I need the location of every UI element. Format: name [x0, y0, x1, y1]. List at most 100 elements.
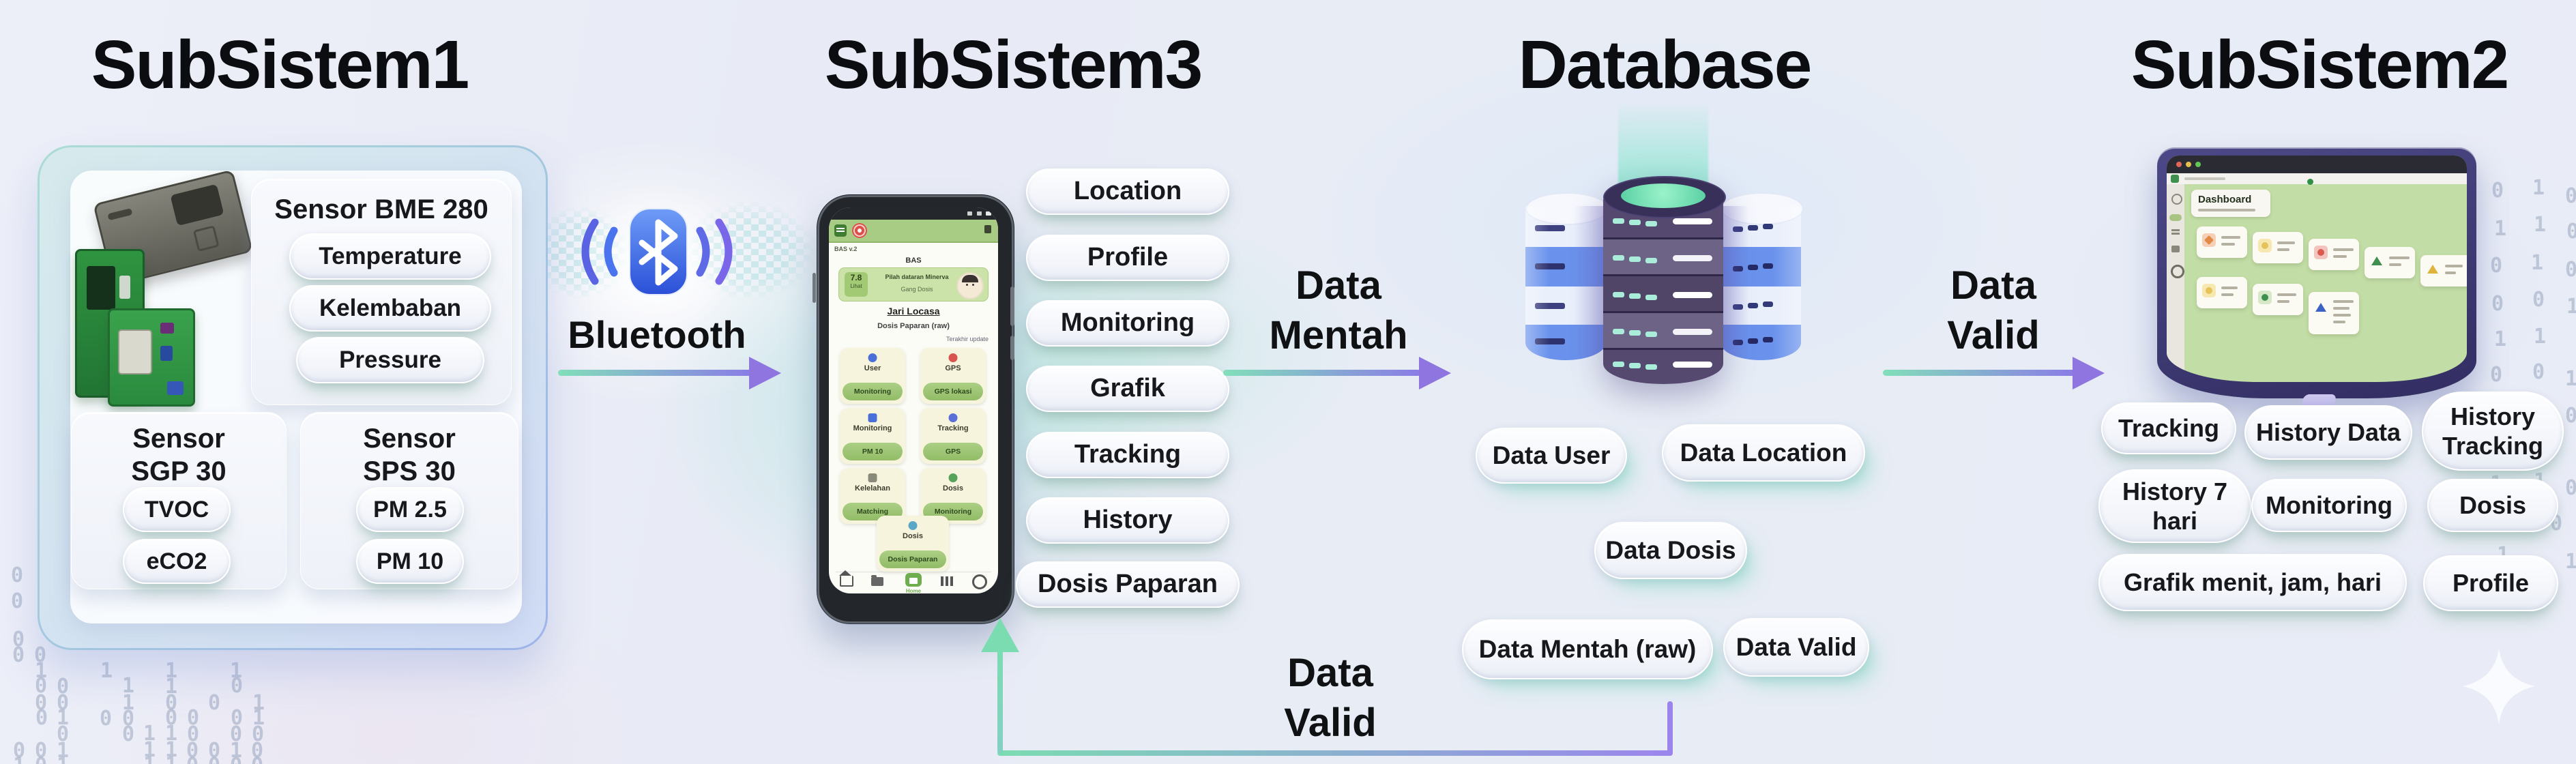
label-data-valid-bottom: Data Valid — [1284, 651, 1377, 745]
pill-pm25: PM 2.5 — [356, 487, 464, 532]
card-title: Sensor BME 280 — [274, 194, 488, 224]
pill-eco2: eCO2 — [123, 539, 231, 584]
phone-tile-kelelahan: Kelelahan Matching — [840, 468, 905, 524]
feedback-line-up — [997, 649, 1003, 753]
phone-tile-monitoring: Monitoring PM 10 — [840, 408, 905, 464]
battery-icon — [986, 211, 991, 216]
feedback-line-down — [1667, 701, 1673, 756]
pcb-part — [119, 276, 130, 299]
phone-section-sub: Dosis Paparan (raw) — [877, 322, 950, 330]
sensor-device-port — [107, 207, 133, 221]
pill-profile: Profile — [1026, 235, 1229, 281]
stats-icon — [941, 576, 953, 586]
summary-line2: Gang Dosis — [901, 286, 933, 293]
bluetooth-icon — [581, 208, 733, 295]
exposure-value: 7.8 — [850, 273, 862, 282]
tile-pill: GPS lokasi — [923, 383, 983, 400]
scale-icon — [868, 473, 877, 482]
home-icon — [839, 570, 853, 587]
phone-tile-dosis: Dosis Monitoring — [920, 468, 986, 524]
avatar-hair — [962, 275, 978, 282]
phone-volume-button — [1010, 336, 1014, 360]
arrow-bluetooth-head — [749, 357, 781, 390]
sensor-device-screen — [170, 183, 224, 226]
status-dot — [2307, 179, 2313, 185]
pill-s2-history-tracking: History Tracking — [2422, 392, 2564, 471]
tile-pill: GPS — [923, 443, 983, 460]
phone-tile-tracking: Tracking GPS — [920, 408, 986, 464]
drop-icon — [948, 473, 958, 482]
title-subsistem3: SubSistem3 — [824, 27, 1203, 103]
arrow-data-mentah-head — [1419, 357, 1451, 390]
person-icon — [948, 413, 958, 422]
maximize-dot — [2195, 162, 2201, 167]
pcb2-part-purple — [160, 323, 174, 334]
dashboard-sidebar — [2167, 184, 2184, 382]
home-center-icon — [905, 573, 922, 587]
phone-tile-dosis-paparan: Dosis Dosis Paparan — [877, 516, 949, 572]
pill-tracking: Tracking — [1026, 432, 1229, 478]
phone-side-button — [813, 273, 816, 303]
phone-tile-gps: GPS GPS lokasi — [920, 348, 986, 404]
sidebar-icon — [2171, 246, 2180, 252]
phone-screen: BAS v.2 BAS 7.8 Lihat Pilah dataran Mine… — [829, 207, 998, 593]
database-glow-top — [1621, 183, 1706, 208]
monitor-screen: Dashboard — [2167, 156, 2467, 382]
card-title-line2: SPS 30 — [363, 456, 456, 486]
phone-app-tag: BAS v.2 — [834, 246, 858, 252]
bluetooth-label: Bluetooth — [568, 313, 746, 356]
arrow-data-valid-head — [2073, 357, 2105, 390]
arrow-data-mentah — [1223, 370, 1421, 376]
database-cylinder-left — [1525, 192, 1609, 360]
pill-s2-dosis: Dosis — [2427, 479, 2558, 532]
dashboard-card — [2420, 255, 2467, 286]
label-data-mentah: Data Mentah — [1269, 263, 1408, 357]
pill-pm10: PM 10 — [356, 539, 464, 584]
pcb2-part-blue2 — [167, 381, 184, 395]
sidebar-icon — [2171, 194, 2182, 205]
sensor-pcb2-image — [108, 308, 195, 407]
pill-s2-monitoring: Monitoring — [2251, 479, 2407, 532]
dashboard-card — [2253, 232, 2303, 263]
sidebar-active-item — [2169, 214, 2182, 221]
tile-pill: Monitoring — [843, 383, 903, 400]
pill-grafik: Grafik — [1026, 366, 1229, 412]
title-subsistem2: SubSistem2 — [2131, 27, 2509, 103]
pill-tvoc: TVOC — [123, 487, 231, 532]
url-bar — [2167, 173, 2467, 184]
pcb-chip — [87, 266, 115, 310]
pill-s2-history7: History 7 hari — [2098, 469, 2251, 543]
sensor-device-button — [192, 225, 220, 252]
dashboard-card — [2309, 292, 2359, 334]
database-cylinder-center — [1603, 176, 1726, 384]
phone-updated-label: Terakhir update — [946, 336, 989, 342]
pill-data-dosis: Data Dosis — [1594, 522, 1747, 579]
pill-temperature: Temperature — [289, 233, 491, 280]
phone-power-button — [1010, 286, 1014, 326]
record-target-icon — [852, 223, 867, 238]
pill-s2-grafik: Grafik menit, jam, hari — [2098, 554, 2407, 611]
signal-icon — [967, 211, 972, 216]
close-dot — [2176, 162, 2182, 167]
user-icon — [868, 353, 877, 362]
pill-data-mentah-raw: Data Mentah (raw) — [1462, 619, 1713, 679]
app-bar-menu-icon — [984, 225, 991, 233]
title-subsistem1: SubSistem1 — [91, 27, 469, 103]
pin-icon — [948, 353, 958, 362]
title-database: Database — [1518, 27, 1813, 103]
pill-data-user: Data User — [1476, 428, 1627, 484]
dashboard-card — [2197, 226, 2247, 258]
pill-location: Location — [1026, 168, 1229, 215]
phone-section-title: Jari Locasa — [887, 306, 940, 317]
pill-s2-profile: Profile — [2423, 555, 2558, 611]
phone-heading: BAS — [905, 256, 922, 265]
database-cylinder-right — [1721, 192, 1804, 360]
pill-data-valid: Data Valid — [1723, 618, 1869, 677]
arrow-bluetooth — [558, 370, 752, 376]
dashboard-subtitle-bar — [2198, 209, 2255, 211]
dashboard-card — [2365, 247, 2415, 278]
cloud-icon — [908, 521, 918, 530]
exposure-value-box: 7.8 Lihat — [845, 272, 868, 297]
feedback-arrow-up-head — [981, 618, 1019, 652]
